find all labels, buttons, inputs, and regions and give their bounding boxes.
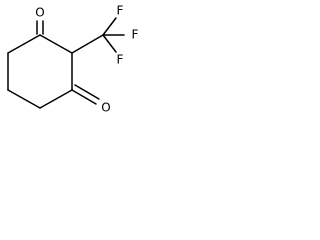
atom-o-top: O [35, 6, 44, 20]
atom-f-top: F [117, 4, 124, 18]
bond-carbonyl-bottom-a [71, 89, 97, 105]
bond-c1-c2 [39, 34, 73, 54]
bond-carbonyl-bottom-b [74, 84, 100, 100]
atom-f-right: F [132, 28, 139, 42]
molecule-structure-canvas: O O F F F [0, 0, 150, 138]
bond-cf3-f-bottom [102, 34, 117, 53]
atom-o-bottom: O [101, 101, 110, 115]
bond-c2-cf3 [71, 34, 104, 54]
atom-f-bottom: F [117, 53, 124, 67]
bond-c3-c4 [39, 89, 73, 109]
bond-c4-c5 [7, 89, 41, 109]
structure-diagram: O O F F F [7, 4, 139, 115]
bond-c6-c1 [7, 34, 41, 54]
bond-cf3-f-top [102, 17, 117, 36]
